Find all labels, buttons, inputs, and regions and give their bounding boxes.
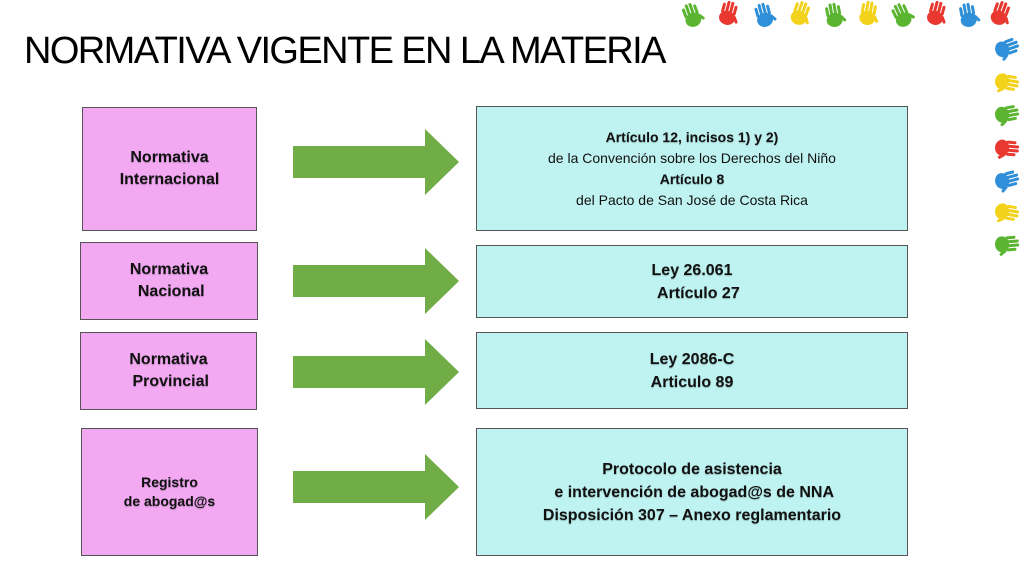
right-box-internacional: Artículo 12, incisos 1) y 2) de la Conve… bbox=[476, 106, 908, 231]
right-box-line: e intervención de abogad@s de NNA bbox=[549, 483, 835, 501]
right-box-line: Ley 26.061 bbox=[651, 261, 733, 279]
left-box-line: Normativa bbox=[129, 351, 208, 368]
left-box-line: Internacional bbox=[119, 171, 220, 188]
left-box-line: Registro bbox=[141, 474, 198, 490]
slide-title: NORMATIVA VIGENTE EN LA MATERIA bbox=[24, 30, 666, 72]
right-arrow-icon bbox=[293, 339, 459, 405]
right-box-line: de la Convención sobre los Derechos del … bbox=[548, 149, 836, 166]
right-box-line: Artículo 12, incisos 1) y 2) bbox=[605, 128, 779, 145]
right-arrow-icon bbox=[293, 454, 459, 520]
left-box-line: Nacional bbox=[133, 283, 205, 300]
right-box-line: Disposición 307 – Anexo reglamentario bbox=[542, 506, 842, 524]
right-box-provincial: Ley 2086-C Articulo 89 bbox=[476, 332, 908, 409]
right-box-line: Artículo 27 bbox=[644, 284, 740, 302]
right-box-line: Artículo 8 bbox=[659, 170, 725, 187]
right-box-nacional: Ley 26.061 Artículo 27 bbox=[476, 245, 908, 318]
left-box-internacional: Normativa Internacional bbox=[82, 107, 257, 231]
left-box-line: de abogad@s bbox=[123, 493, 216, 509]
left-box-provincial: Normativa Provincial bbox=[80, 332, 257, 410]
right-box-registro: Protocolo de asistencia e intervención d… bbox=[476, 428, 908, 556]
right-arrow-icon bbox=[293, 129, 459, 195]
right-box-line: Articulo 89 bbox=[650, 373, 734, 391]
left-box-nacional: Normativa Nacional bbox=[80, 242, 258, 320]
left-box-line: Normativa bbox=[129, 261, 209, 278]
right-arrow-icon bbox=[293, 248, 459, 314]
left-box-registro: Registro de abogad@s bbox=[81, 428, 258, 556]
right-box-line: Protocolo de asistencia bbox=[602, 460, 782, 478]
left-box-line: Normativa bbox=[130, 149, 209, 166]
right-box-line: del Pacto de San José de Costa Rica bbox=[576, 191, 808, 208]
left-box-line: Provincial bbox=[128, 373, 209, 390]
right-box-line: Ley 2086-C bbox=[649, 350, 735, 368]
